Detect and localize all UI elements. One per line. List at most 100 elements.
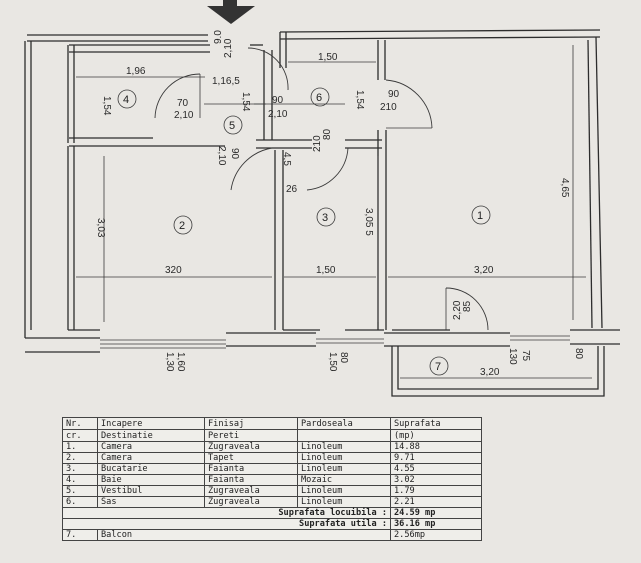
dim-1-50-window: 1,50 <box>327 352 338 372</box>
table-cell: Camera <box>97 441 205 453</box>
dim-80-kitchen: 80 <box>322 128 333 140</box>
table-cell: 3. <box>62 463 98 475</box>
outer-walls <box>24 29 620 353</box>
table-cell: Sas <box>97 496 205 508</box>
dim-3-05-5: 3,05 5 <box>363 208 374 236</box>
svg-text:6: 6 <box>316 92 322 104</box>
svg-text:5: 5 <box>229 120 235 132</box>
table-cell: Zugraveala <box>204 441 298 453</box>
dim-1-50-kitchen: 1,50 <box>316 265 336 276</box>
door-swings <box>154 47 489 331</box>
dim-3-03: 3,03 <box>95 218 106 238</box>
header-cell: Suprafata <box>390 417 482 430</box>
dim-70: 70 <box>177 98 189 109</box>
dim-2-10-bath-door: 2,10 <box>174 110 194 121</box>
header-cell: Pereti <box>204 429 298 442</box>
table-row: 6. Sas Zugraveala Linoleum 2.21 <box>62 496 482 508</box>
room-marker-7: 7 <box>429 356 449 376</box>
summary-row-habitable: Suprafata locuibila : 24.59 mp <box>62 507 482 519</box>
dim-1-30-window: 1,30 <box>164 352 175 372</box>
dim-80-window: 80 <box>338 352 349 364</box>
room-schedule-table: Nr. Incapere Finisaj Pardoseala Suprafat… <box>62 417 482 541</box>
table-cell: Mozaic <box>297 474 391 486</box>
room-markers: 1 2 3 4 5 6 7 <box>117 87 491 376</box>
dim-90-vestibule: 90 <box>229 148 240 160</box>
dim-2-10-vestibule: 2,10 <box>216 146 227 166</box>
dim-4-5: 4,5 <box>281 152 292 166</box>
summary-value: 24.59 mp <box>390 507 482 519</box>
summary-value: 36.16 mp <box>390 518 482 530</box>
dim-2-10-top: 2,10 <box>223 38 234 58</box>
table-cell: Linoleum <box>297 496 391 508</box>
svg-text:2: 2 <box>179 220 185 232</box>
table-cell: Faianta <box>204 463 298 475</box>
dim-210-sas: 210 <box>380 102 397 113</box>
summary-row-useful: Suprafata utila : 36.16 mp <box>62 518 482 530</box>
room-marker-6: 6 <box>310 87 330 107</box>
interior-walls <box>67 32 450 331</box>
header-cell: Finisaj <box>204 417 298 430</box>
dim-1-60: 1,60 <box>175 352 186 372</box>
dim-130-balcony-door: 130 <box>507 348 518 365</box>
dim-1-54-sas: 1,54 <box>354 90 365 110</box>
table-cell: Linoleum <box>297 485 391 497</box>
table-cell: 4. <box>62 474 98 486</box>
balcony-outline <box>391 346 605 397</box>
room-marker-2: 2 <box>173 215 193 235</box>
table-row: 4. Baie Faianta Mozaic 3.02 <box>62 474 482 486</box>
room-marker-3: 3 <box>316 207 336 227</box>
dim-85: 85 <box>462 300 473 312</box>
table-cell: Bucatarie <box>97 463 205 475</box>
table-cell: 9.71 <box>390 452 482 464</box>
table-cell: 1. <box>62 441 98 453</box>
header-cell: Pardoseala <box>297 417 391 430</box>
dim-75: 75 <box>520 350 531 362</box>
dim-1-50-top: 1,50 <box>318 52 338 63</box>
table-cell: 2. <box>62 452 98 464</box>
dimension-labels: 1,96 1,54 9.0 2,10 1,16,5 70 2,10 1,54 9… <box>95 30 584 378</box>
table-row: 2. Camera Tapet Linoleum 9.71 <box>62 452 482 464</box>
dim-90-sas: 90 <box>388 89 400 100</box>
table-header-row: cr. Destinatie Pereti (mp) <box>62 429 482 442</box>
room-marker-5: 5 <box>223 115 243 135</box>
table-cell: Camera <box>97 452 205 464</box>
header-cell: (mp) <box>390 429 482 442</box>
table-cell: 7. <box>62 529 98 541</box>
table-row: 3. Bucatarie Faianta Linoleum 4.55 <box>62 463 482 475</box>
table-row-balcony: 7. Balcon 2.56mp <box>62 529 482 541</box>
dim-1-54-bath: 1,54 <box>101 96 112 116</box>
table-cell: Vestibul <box>97 485 205 497</box>
table-cell: Tapet <box>204 452 298 464</box>
dimension-lines <box>76 45 592 379</box>
table-cell: Baie <box>97 474 205 486</box>
dim-210-kitchen: 210 <box>312 135 323 152</box>
dim-4-65: 4,65 <box>559 178 570 198</box>
dim-9-0: 9.0 <box>213 30 224 44</box>
table-cell: Linoleum <box>297 463 391 475</box>
table-cell: 3.02 <box>390 474 482 486</box>
header-cell: Destinatie <box>97 429 205 442</box>
svg-text:4: 4 <box>123 94 129 106</box>
summary-label: Suprafata locuibila : <box>62 507 391 519</box>
room-marker-4: 4 <box>117 89 137 109</box>
header-cell: cr. <box>62 429 98 442</box>
dim-3-20-balcony: 3,20 <box>480 367 500 378</box>
table-cell: 14.88 <box>390 441 482 453</box>
dim-3-20-room1: 3,20 <box>474 265 494 276</box>
dim-1-96: 1,96 <box>126 66 146 77</box>
dim-80-balcony: 80 <box>573 348 584 360</box>
dim-1-54-hall: 1,54 <box>240 92 251 112</box>
dim-2-10-hall: 2,10 <box>268 109 288 120</box>
table-cell: Zugraveala <box>204 485 298 497</box>
summary-label: Suprafata utila : <box>62 518 391 530</box>
dim-26: 26 <box>286 184 298 195</box>
table-cell: Faianta <box>204 474 298 486</box>
table-row: 5. Vestibul Zugraveala Linoleum 1.79 <box>62 485 482 497</box>
table-cell: 2.56mp <box>390 529 482 541</box>
header-cell: Nr. <box>62 417 98 430</box>
dim-1-16-5: 1,16,5 <box>212 76 240 87</box>
header-cell <box>297 429 391 442</box>
table-cell: Linoleum <box>297 452 391 464</box>
